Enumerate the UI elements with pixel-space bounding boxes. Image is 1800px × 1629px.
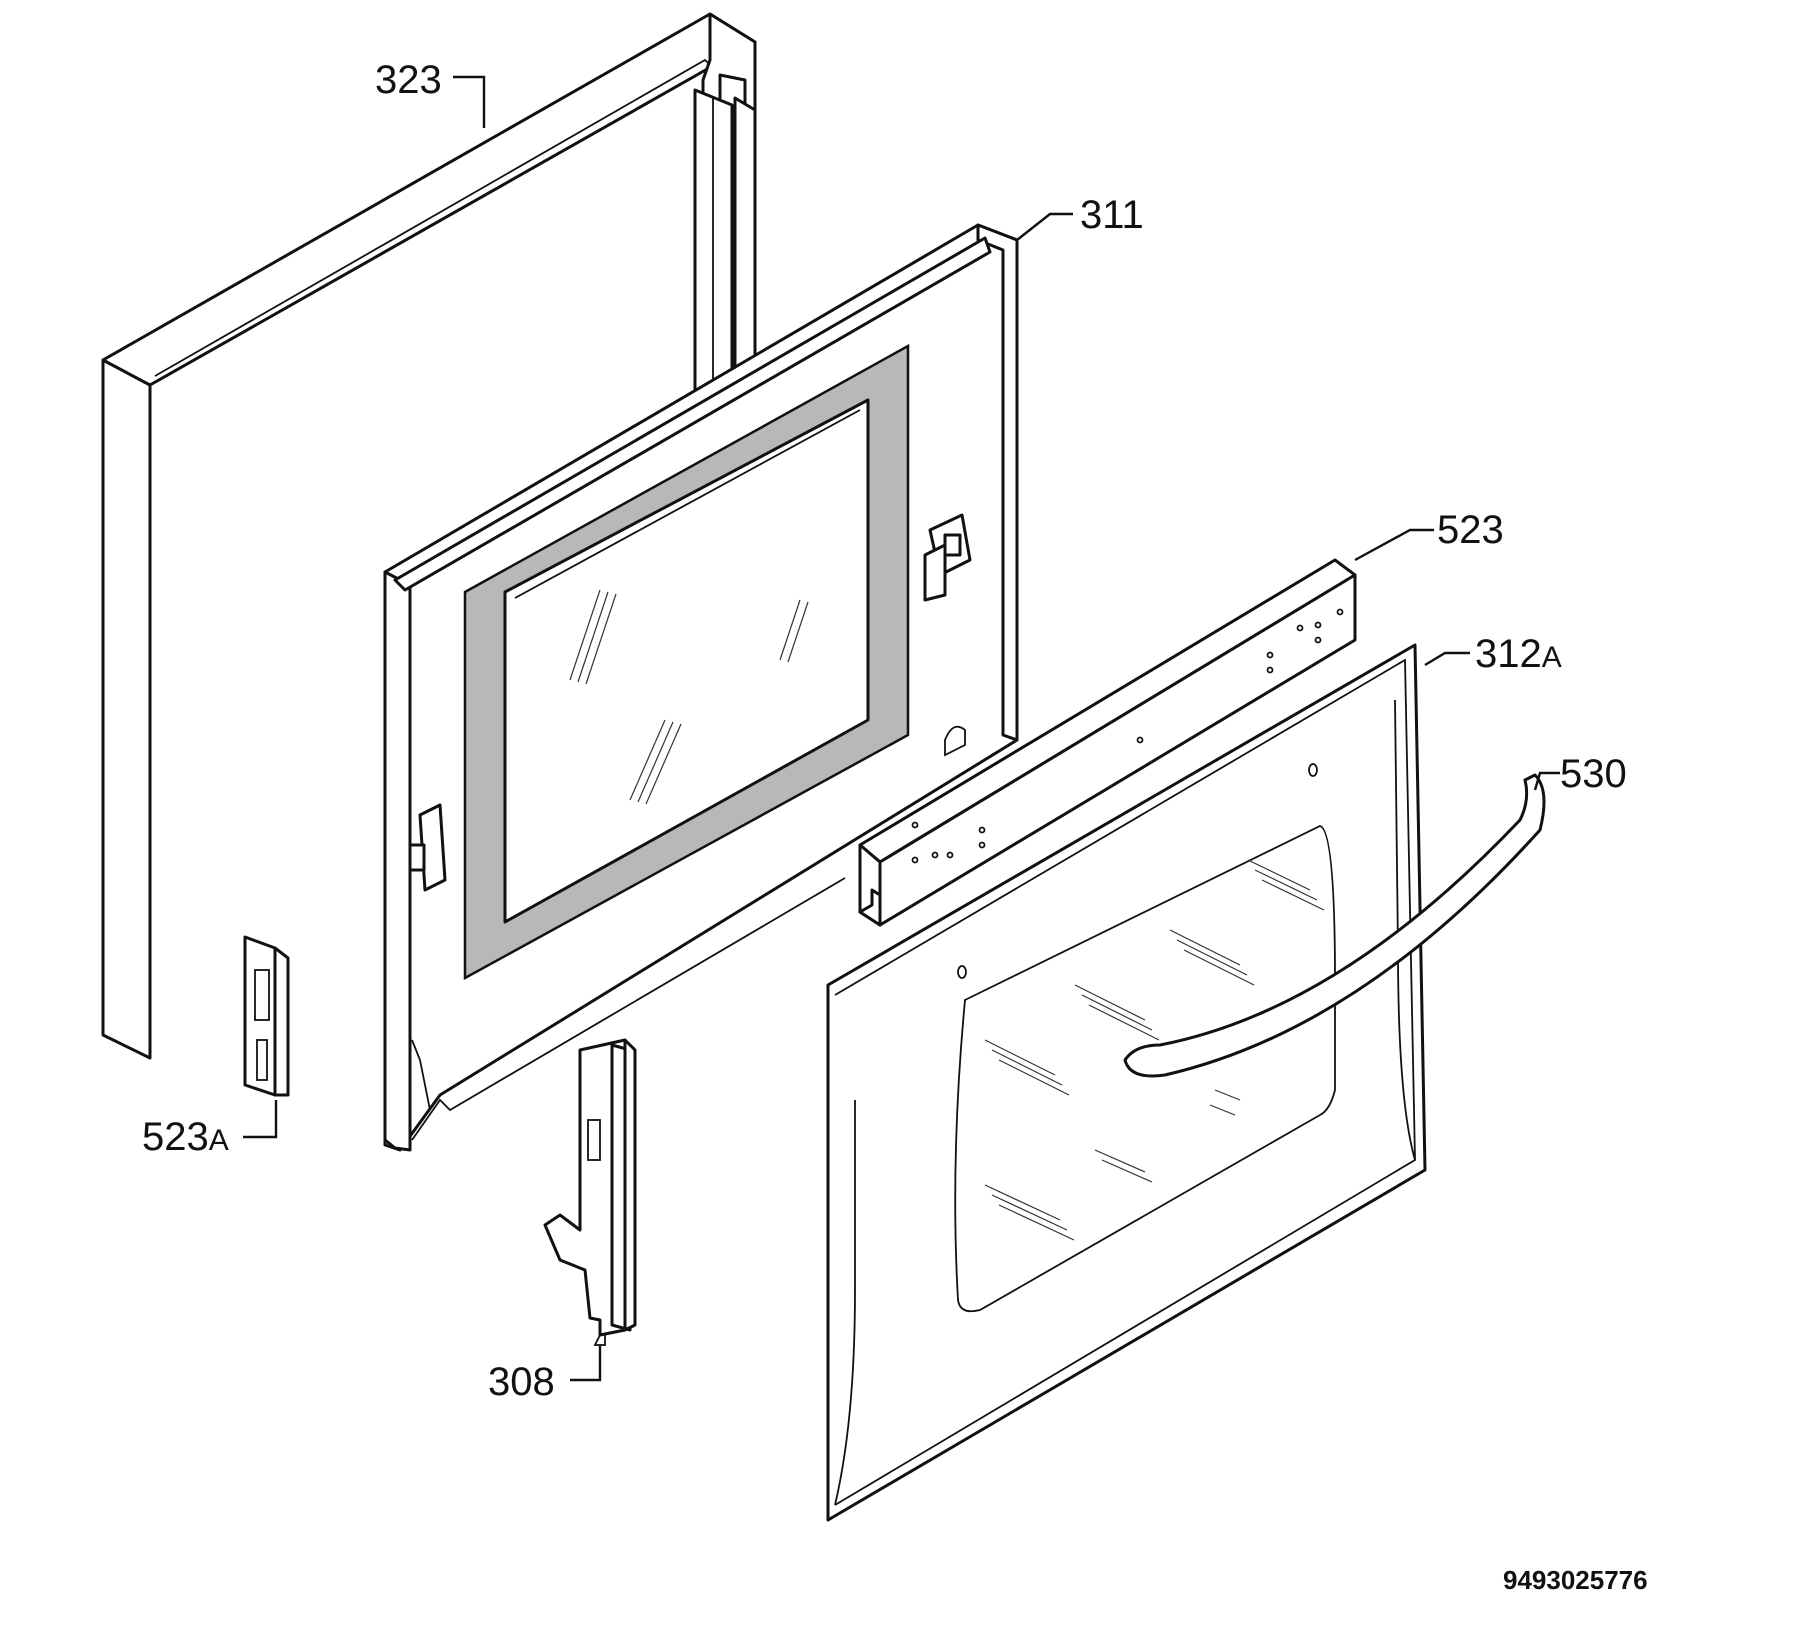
label-311: 311	[1080, 193, 1144, 237]
label-312a-suffix: A	[1542, 641, 1562, 674]
glass-reflection-lines	[569, 589, 809, 805]
part-308-hinge	[543, 1038, 637, 1346]
rail-holes	[911, 608, 1344, 864]
part-523-rail	[858, 558, 1357, 927]
label-312a: 312A	[1475, 632, 1562, 676]
label-523a: 523A	[142, 1115, 229, 1159]
front-glass-hatching	[984, 859, 1325, 1241]
part-523a-bracket	[243, 935, 290, 1097]
label-308: 308	[488, 1360, 555, 1404]
part-311-inner-door-panel	[383, 223, 1019, 1152]
label-523a-number: 523	[142, 1115, 209, 1159]
leader-lines	[243, 75, 1560, 1382]
label-323: 323	[375, 58, 442, 102]
document-number: 9493025776	[1503, 1565, 1648, 1595]
label-523: 523	[1437, 508, 1504, 552]
part-530-handle	[1123, 773, 1546, 1078]
label-530: 530	[1560, 752, 1627, 796]
panel-hinge-bracket-left	[408, 803, 447, 892]
label-523a-suffix: A	[209, 1124, 229, 1157]
panel-hinge-bracket-right	[923, 513, 972, 602]
label-312a-number: 312	[1475, 632, 1542, 676]
part-312a-outer-door-panel	[826, 643, 1427, 1522]
